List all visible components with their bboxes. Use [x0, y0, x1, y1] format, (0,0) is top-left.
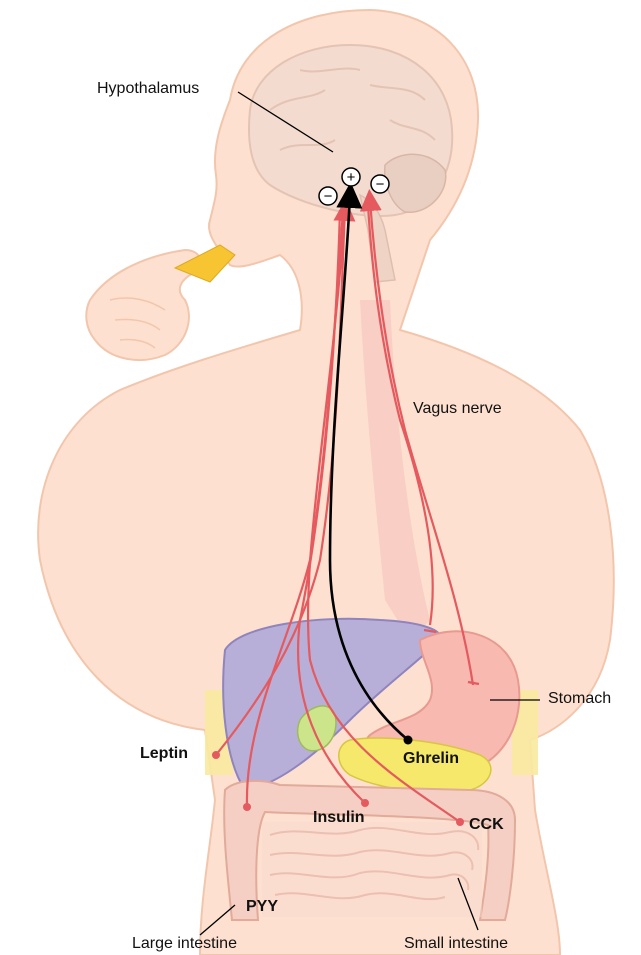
ghrelin-origin-dot [404, 736, 413, 745]
pyy-origin-dot [243, 803, 251, 811]
label-insulin: Insulin [313, 809, 365, 827]
label-ghrelin: Ghrelin [403, 750, 459, 768]
leptin-origin-dot [212, 751, 220, 759]
label-leptin: Leptin [140, 745, 188, 763]
sign-inhibit-left: − [319, 187, 337, 205]
sign-inhibit-right: − [371, 175, 389, 193]
svg-text:−: − [376, 176, 385, 193]
svg-text:−: − [324, 188, 333, 205]
label-small-intestine: Small intestine [404, 935, 508, 953]
label-large-intestine: Large intestine [132, 935, 237, 953]
insulin-origin-dot [361, 799, 369, 807]
svg-text:+: + [347, 169, 356, 186]
label-cck: CCK [469, 816, 504, 834]
label-hypothalamus: Hypothalamus [97, 80, 199, 98]
cck-origin-dot [456, 818, 464, 826]
label-vagus-nerve: Vagus nerve [413, 400, 502, 418]
label-pyy: PYY [246, 898, 278, 916]
label-stomach: Stomach [548, 690, 611, 708]
sign-stimulate: + [342, 168, 360, 186]
